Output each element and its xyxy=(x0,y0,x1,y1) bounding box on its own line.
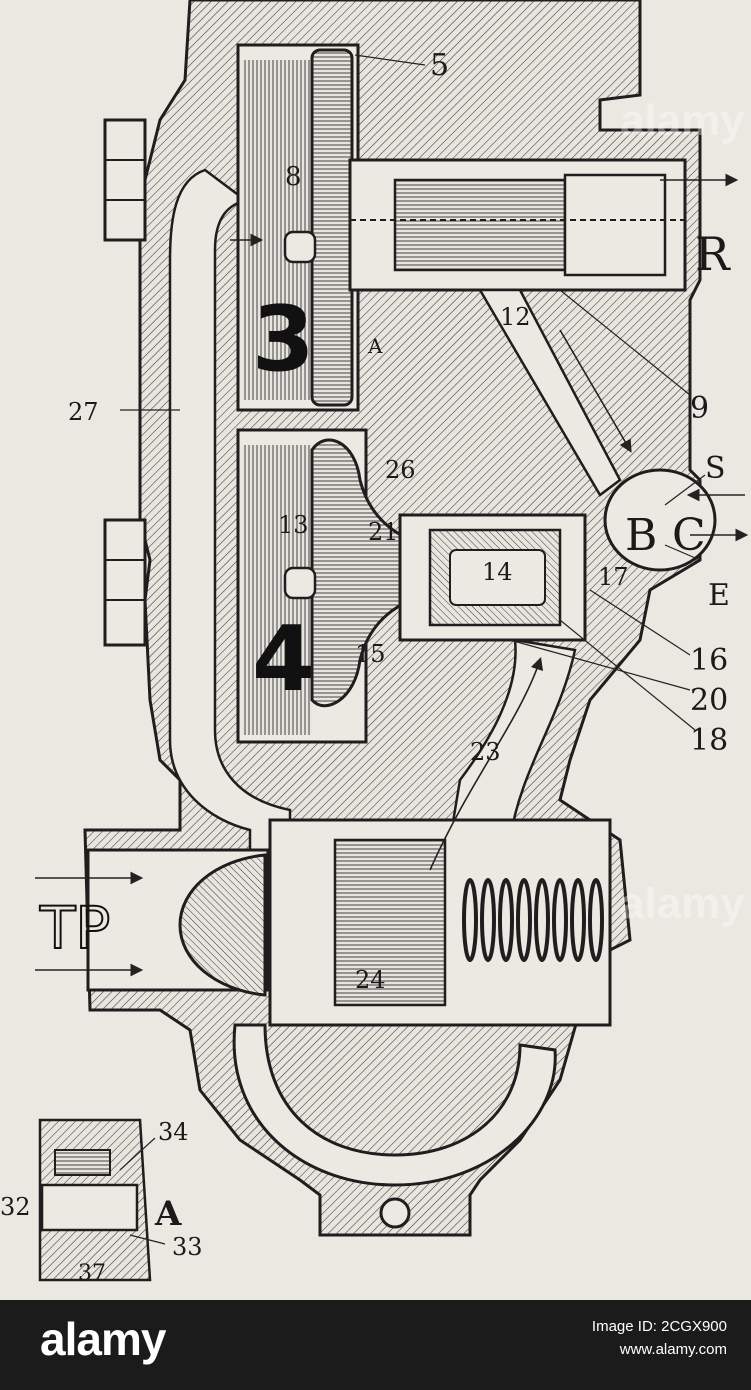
drain-hole xyxy=(379,1197,411,1229)
label-13: 13 xyxy=(278,511,309,539)
flow-arrows xyxy=(35,173,749,977)
label-a-inset: A xyxy=(154,1194,182,1234)
label-20: 20 xyxy=(690,683,728,718)
valve-14-inner xyxy=(449,549,546,606)
label-32: 32 xyxy=(0,1193,31,1221)
label-s: S xyxy=(705,451,726,486)
label-37: 37 xyxy=(78,1261,106,1286)
label-a-small: A xyxy=(367,334,383,358)
chamber-4-label: 4 xyxy=(252,607,315,712)
label-16: 16 xyxy=(690,643,728,678)
piston-top-rings xyxy=(242,60,320,400)
footer-info: Image ID: 2CGX900 www.alamy.com xyxy=(592,1318,727,1358)
label-17: 17 xyxy=(598,563,629,591)
watermark-2: alamy xyxy=(620,879,745,928)
label-b: B xyxy=(625,510,657,561)
label-8: 8 xyxy=(285,162,302,192)
bottom-bowl xyxy=(232,1023,557,1187)
label-5: 5 xyxy=(430,48,449,83)
label-e: E xyxy=(708,578,730,613)
label-15: 15 xyxy=(355,640,386,668)
piston-top xyxy=(310,48,354,407)
inset-detail-a xyxy=(38,1118,152,1282)
label-9: 9 xyxy=(690,391,709,426)
label-21: 21 xyxy=(368,518,399,546)
slide-valve xyxy=(393,178,567,272)
label-33: 33 xyxy=(172,1233,203,1261)
label-26: 26 xyxy=(385,456,416,484)
label-24: 24 xyxy=(355,966,386,994)
inlet-tp-label: TP xyxy=(39,894,110,962)
site-url[interactable]: www.alamy.com xyxy=(619,1341,727,1358)
graduating-valve xyxy=(563,173,667,277)
label-27: 27 xyxy=(68,398,99,426)
image-id: Image ID: 2CGX900 xyxy=(591,1318,727,1335)
piston-stem-bottom xyxy=(283,566,317,600)
label-r: R xyxy=(695,227,731,281)
piston-stem-top xyxy=(283,230,317,264)
watermark-1: alamy xyxy=(620,96,745,145)
alamy-logo[interactable]: alamy xyxy=(40,1313,166,1365)
label-18: 18 xyxy=(690,723,728,758)
bolt-top xyxy=(103,118,147,242)
passage-12 xyxy=(477,288,622,497)
label-c: C xyxy=(672,510,706,561)
leader-lines xyxy=(119,54,706,1245)
label-14: 14 xyxy=(482,558,513,586)
chamber-3-label: 3 xyxy=(252,287,315,392)
bolt-bottom xyxy=(103,518,147,647)
label-23: 23 xyxy=(470,738,501,766)
label-34: 34 xyxy=(158,1118,189,1146)
strainer xyxy=(178,853,267,997)
footer-bar xyxy=(0,1300,751,1390)
valve-cross-section-diagram: 5 8 12 9 27 26 13 21 14 15 17 16 20 18 2… xyxy=(0,0,749,1286)
check-valve-24 xyxy=(333,838,447,1007)
spring xyxy=(462,878,604,962)
label-12: 12 xyxy=(500,303,531,331)
